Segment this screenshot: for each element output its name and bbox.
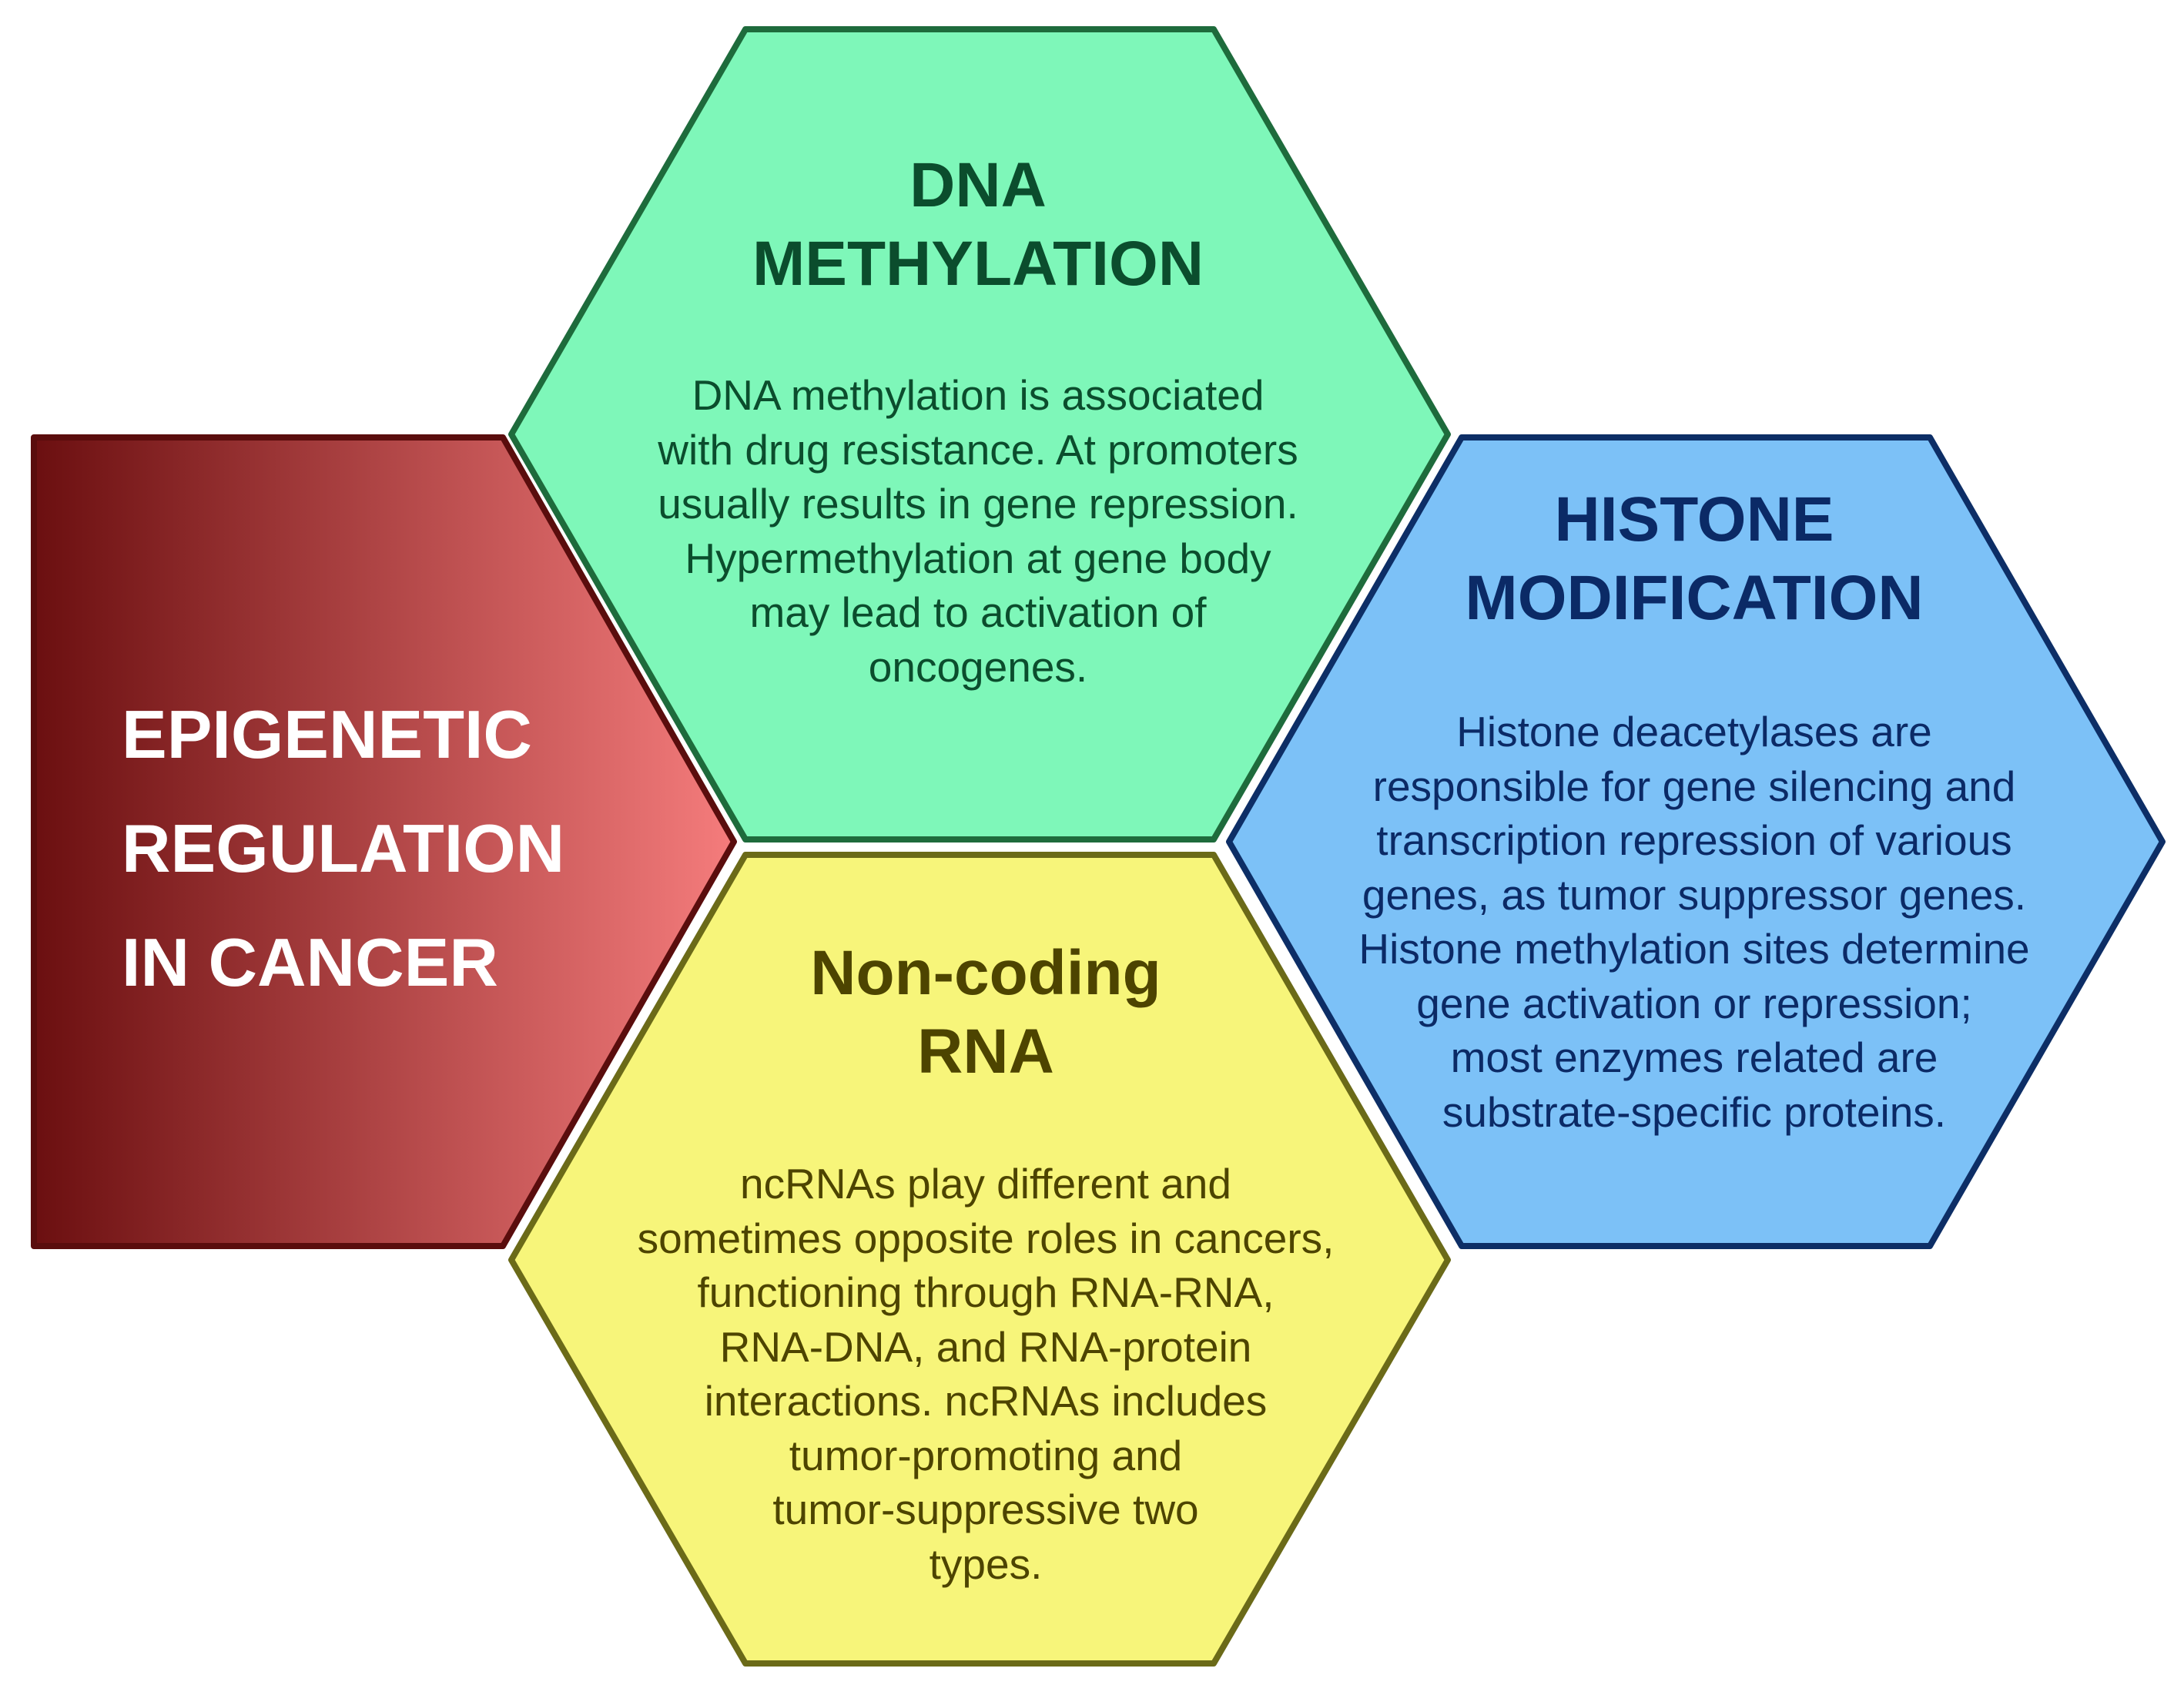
dna-title-line: DNA: [909, 150, 1047, 220]
epigenetic-label-line: EPIGENETIC: [122, 696, 532, 772]
histone-title-line: HISTONE: [1554, 484, 1834, 554]
histone-body-line: most enzymes related are: [1450, 1033, 1938, 1081]
histone-body-line: gene activation or repression;: [1416, 979, 1972, 1027]
histone-body-line: Histone methylation sites determine: [1358, 925, 2030, 973]
ncrna-body-line: functioning through RNA-RNA,: [697, 1268, 1275, 1316]
non-coding-rna-title: Non-coding RNA: [524, 934, 1448, 1091]
non-coding-rna-description: ncRNAs play different and sometimes oppo…: [524, 1157, 1448, 1591]
ncrna-body-line: tumor-promoting and: [789, 1431, 1183, 1479]
dna-methylation-description: DNA methylation is associated with drug …: [516, 368, 1440, 694]
histone-body-line: Histone deacetylases are: [1456, 708, 1932, 755]
dna-methylation-title: DNA METHYLATION: [516, 146, 1440, 303]
histone-modification-title: HISTONE MODIFICATION: [1232, 481, 2156, 638]
epigenetic-regulation-shape: [31, 434, 737, 1249]
dna-methylation-hexagon: [508, 26, 1451, 842]
histone-body-line: transcription repression of various: [1376, 816, 2012, 864]
ncrna-title-line: Non-coding: [810, 938, 1161, 1008]
dna-body-line: usually results in gene repression.: [658, 480, 1298, 528]
ncrna-title-line: RNA: [917, 1017, 1054, 1087]
histone-body-line: genes, as tumor suppressor genes.: [1362, 870, 2027, 919]
epigenetic-label-line: IN CANCER: [122, 924, 498, 1000]
ncrna-body-line: sometimes opposite roles in cancers,: [637, 1214, 1335, 1262]
dna-body-line: with drug resistance. At promoters: [658, 425, 1298, 474]
dna-title-line: METHYLATION: [752, 229, 1204, 299]
dna-body-line: Hypermethylation at gene body: [685, 534, 1271, 582]
histone-modification-description: Histone deacetylases are responsible for…: [1232, 705, 2156, 1139]
ncrna-body-line: ncRNAs play different and: [740, 1160, 1231, 1208]
non-coding-rna-hexagon: [508, 852, 1451, 1667]
histone-body-line: responsible for gene silencing and: [1372, 762, 2016, 810]
epigenetic-label-line: REGULATION: [122, 810, 565, 886]
ncrna-body-line: interactions. ncRNAs includes: [704, 1377, 1268, 1425]
histone-body-line: substrate-specific proteins.: [1442, 1087, 1947, 1136]
dna-body-line: may lead to activation of: [749, 588, 1207, 636]
dna-body-line: DNA methylation is associated: [692, 371, 1265, 419]
ncrna-body-line: RNA-DNA, and RNA-protein: [719, 1322, 1252, 1371]
histone-modification-hexagon: [1226, 434, 2166, 1249]
histone-title-line: MODIFICATION: [1465, 563, 1924, 633]
ncrna-body-line: tumor-suppressive two: [772, 1486, 1199, 1533]
ncrna-body-line: types.: [929, 1539, 1043, 1588]
epigenetic-regulation-label: EPIGENETIC REGULATION IN CANCER: [122, 678, 738, 1020]
dna-body-line: oncogenes.: [868, 642, 1088, 691]
